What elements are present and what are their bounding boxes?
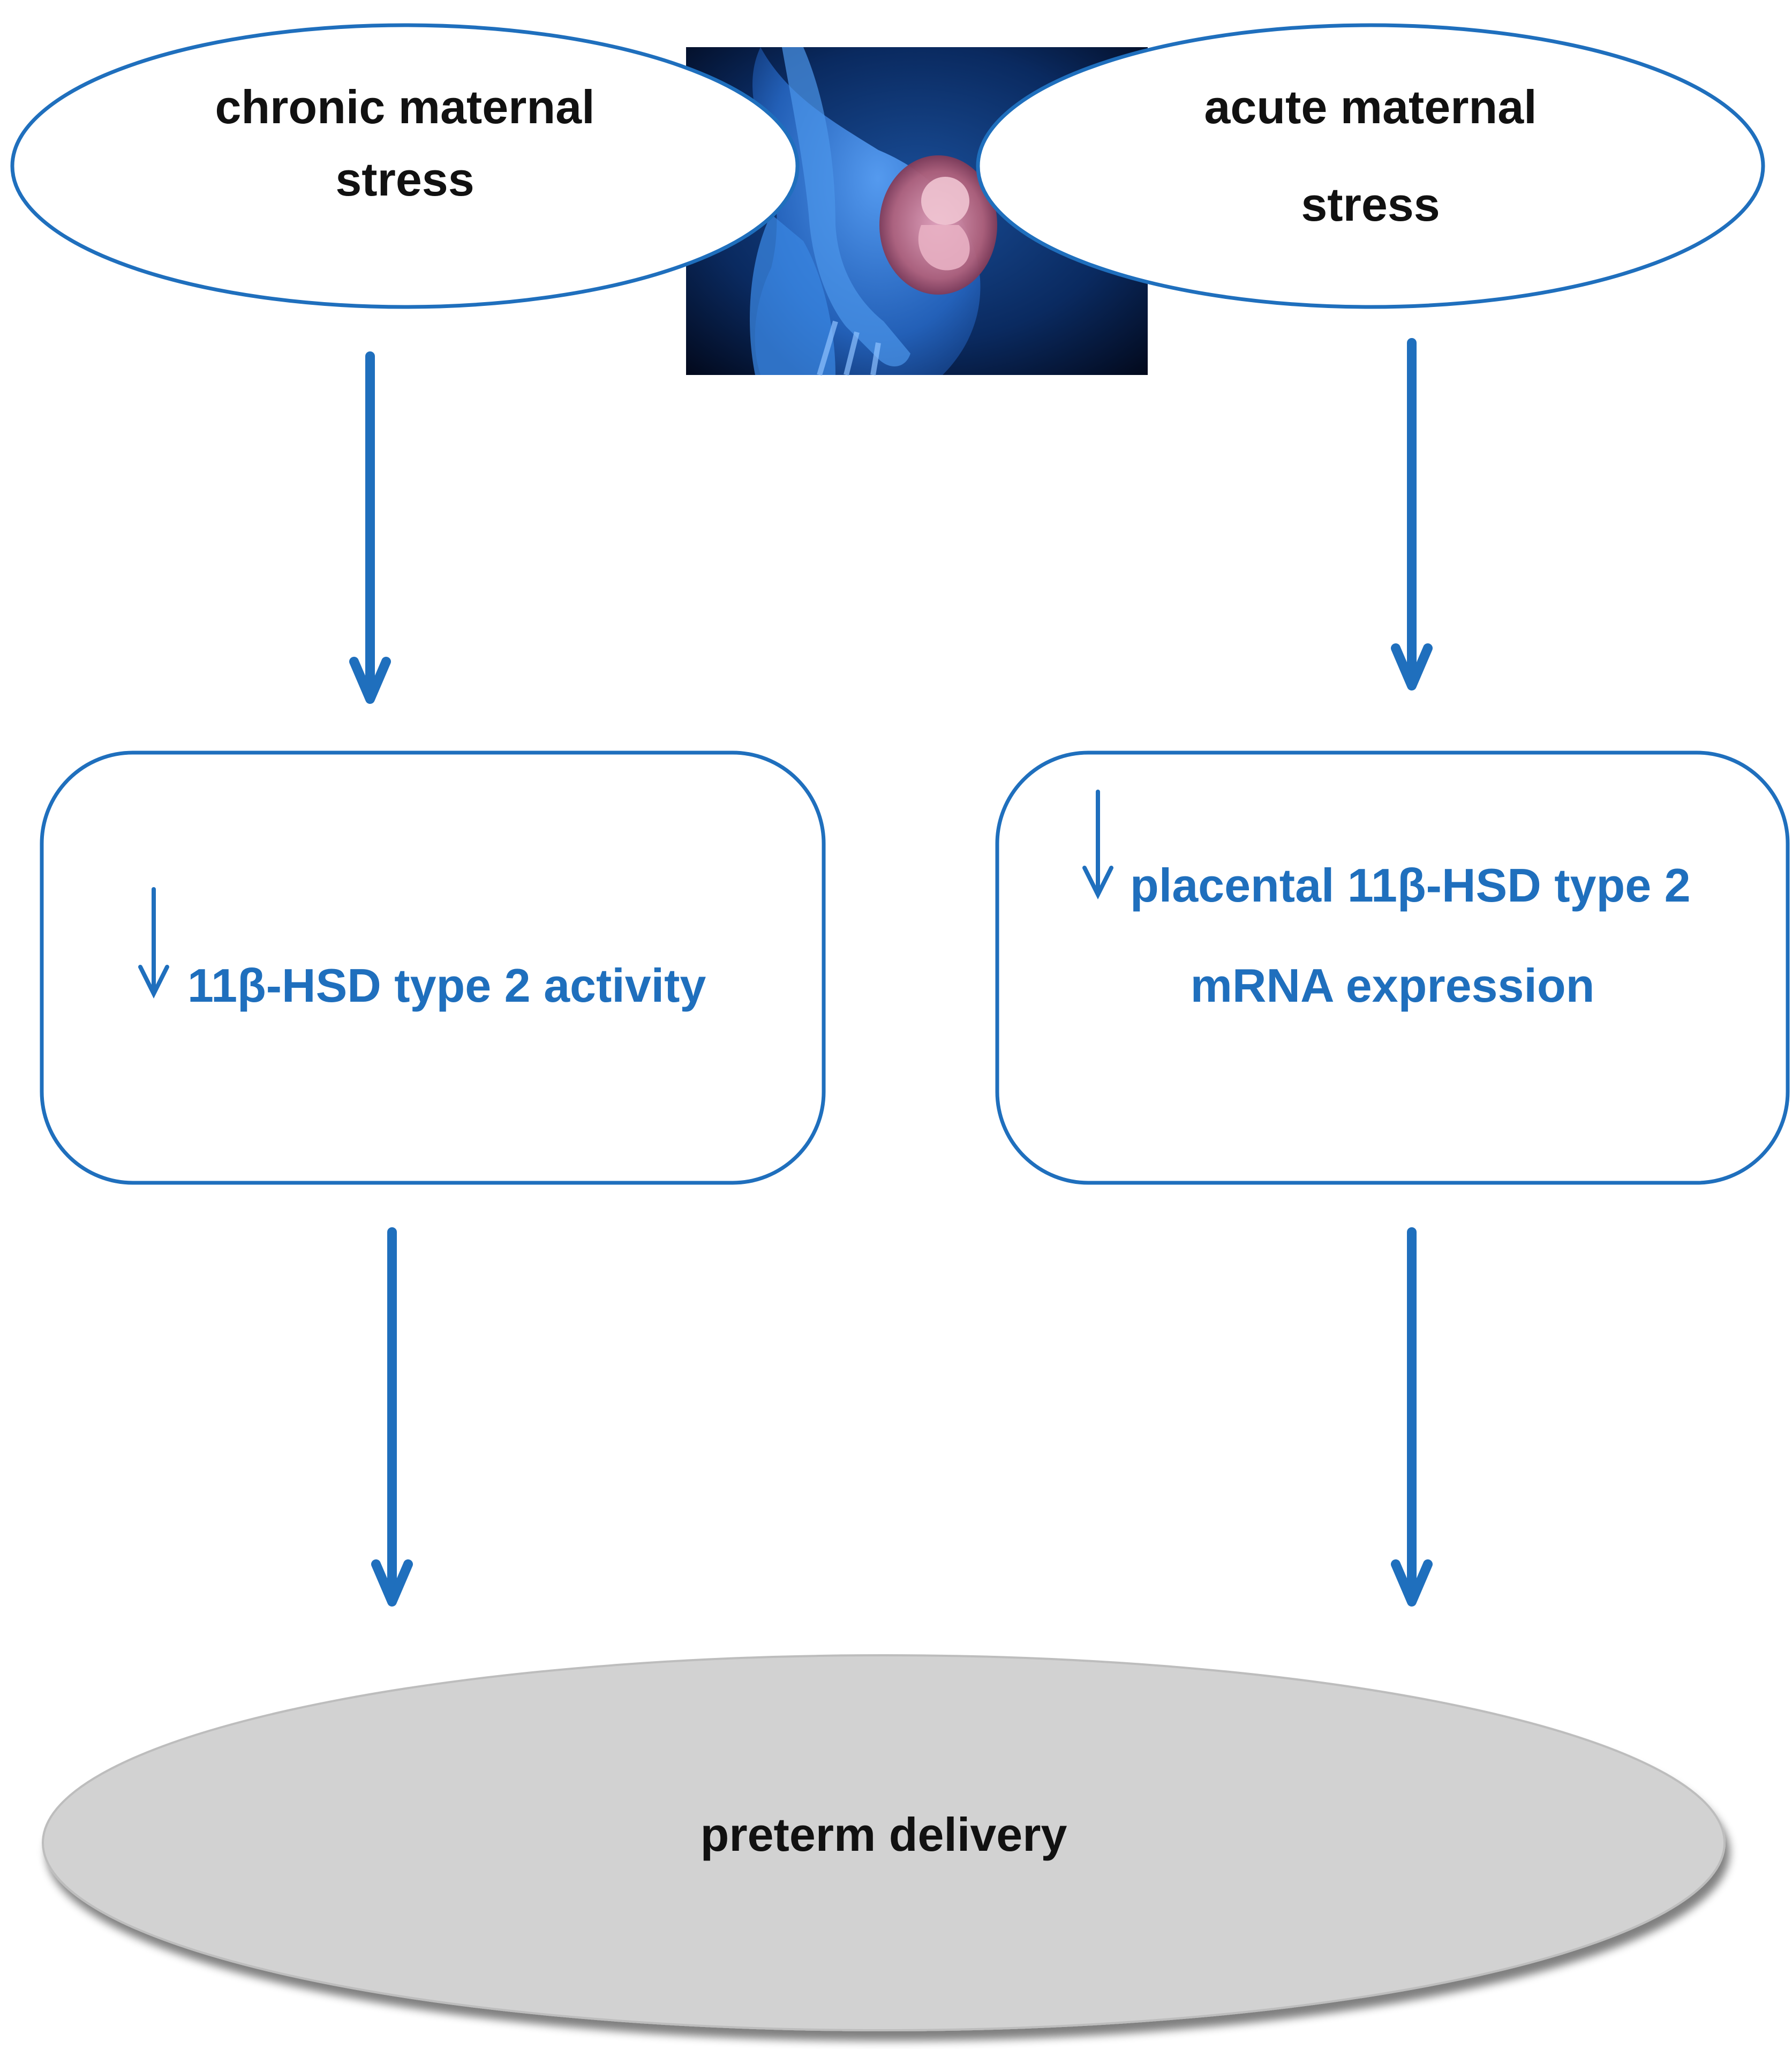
chronic-stress-label-line2: stress: [335, 153, 474, 206]
node-chronic-maternal-stress: chronic maternal stress: [10, 23, 800, 309]
acute-stress-label-line1: acute maternal: [1204, 80, 1537, 133]
arrow-acute-to-mrna: [1391, 338, 1433, 690]
hsd-activity-label: 11β-HSD type 2 activity: [187, 959, 706, 1012]
mrna-label-line2: mRNA expression: [1191, 959, 1595, 1012]
decrease-arrow-icon: [1082, 790, 1113, 899]
decrease-arrow-icon: [138, 887, 169, 999]
chronic-stress-label-line1: chronic maternal: [215, 80, 594, 133]
acute-stress-label-line2: stress: [1301, 178, 1440, 231]
preterm-delivery-label: preterm delivery: [701, 1808, 1067, 1861]
node-hsd-activity: 11β-HSD type 2 activity: [40, 750, 826, 1185]
node-preterm-delivery: preterm delivery: [42, 1654, 1726, 2031]
node-placental-mrna-expression: placental 11β-HSD type 2 mRNA expression: [995, 750, 1790, 1185]
arrow-activity-to-preterm: [371, 1227, 413, 1607]
mrna-label-line1: placental 11β-HSD type 2: [1130, 859, 1691, 912]
node-acute-maternal-stress: acute maternal stress: [976, 23, 1765, 309]
arrow-chronic-to-activity: [349, 351, 391, 704]
arrow-mrna-to-preterm: [1391, 1227, 1433, 1607]
fetus-icon: [918, 177, 970, 271]
